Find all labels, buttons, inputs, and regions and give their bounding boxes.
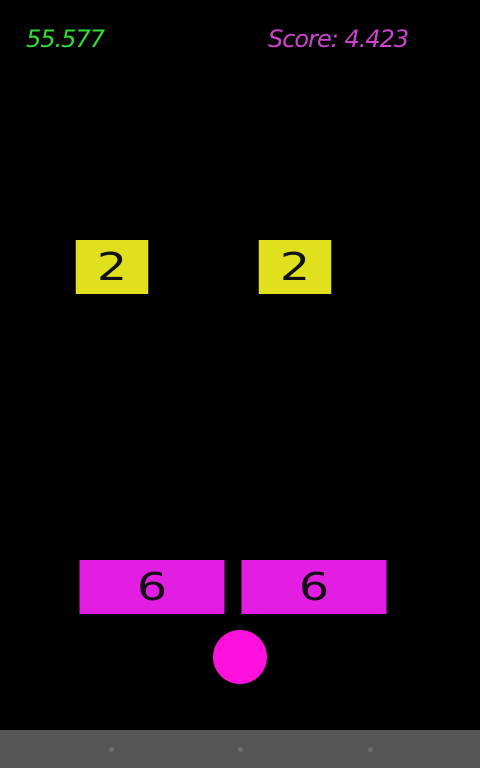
score-display: Score: 4.423 (268, 25, 409, 53)
home-icon[interactable] (238, 747, 243, 752)
block-value: 6 (298, 565, 330, 609)
number-block: 6 (79, 560, 225, 614)
block-value: 2 (279, 245, 311, 289)
block-value: 2 (96, 245, 128, 289)
back-icon[interactable] (109, 747, 114, 752)
timer-display: 55.577 (26, 25, 105, 53)
block-value: 6 (136, 565, 168, 609)
recent-apps-icon[interactable] (368, 747, 373, 752)
player-ball[interactable] (213, 630, 267, 684)
number-block: 2 (75, 240, 149, 294)
number-block: 6 (241, 560, 387, 614)
number-block: 2 (258, 240, 332, 294)
system-navigation-bar (0, 730, 480, 768)
